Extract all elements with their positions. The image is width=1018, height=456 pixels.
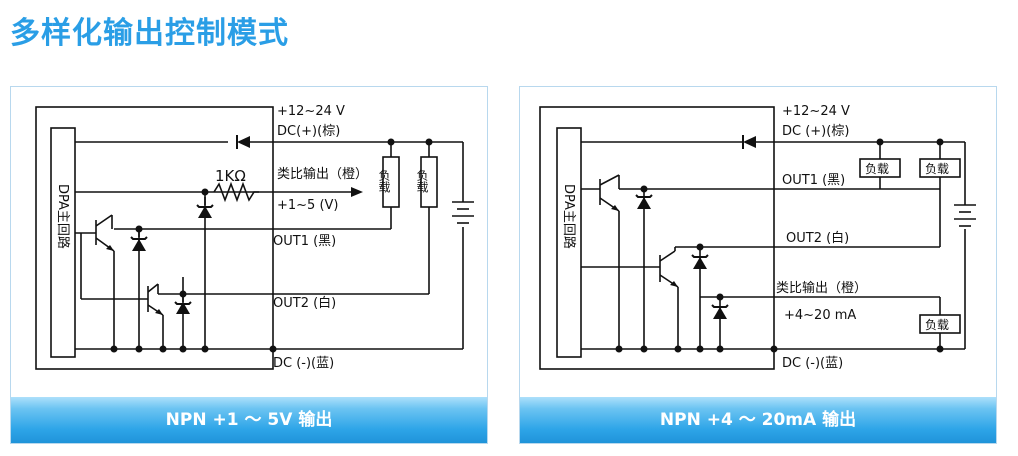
dc-minus-label: DC (-)(蓝) — [273, 356, 334, 371]
load-2-box — [420, 156, 438, 208]
load-1-label: 负载 — [377, 169, 391, 194]
out2-label: OUT2 (白) — [273, 295, 336, 311]
load-1-box — [382, 156, 400, 208]
load-2-label: 负载 — [415, 169, 429, 194]
analog-output-label: 类比输出（橙） — [776, 280, 867, 296]
npn-voltage-output-panel: DPA主回路 +12~24 V DC(+)(棕) 1KΩ 类比输出（橙） +1~… — [10, 86, 488, 444]
panel-footer: NPN +1 ～ 5V 输出 — [11, 397, 487, 443]
zener-diode-icon — [132, 206, 212, 314]
panel-footer: NPN +4 ～ 20mA 输出 — [520, 397, 996, 443]
junction-dots — [615, 138, 944, 353]
load-2-label: 负载 — [925, 162, 949, 176]
input-diode-icon — [236, 135, 250, 149]
supply-voltage-label: +12~24 V — [782, 104, 850, 119]
out1-label: OUT1 (黑) — [782, 173, 845, 188]
module-label: DPA主回路 — [55, 184, 71, 249]
page-title: 多样化输出控制模式 — [10, 16, 289, 51]
analog-range-label: +4~20 mA — [784, 308, 856, 323]
load-3-label: 负载 — [925, 318, 949, 332]
npn-voltage-circuit-diagram: DPA主回路 +12~24 V DC(+)(棕) 1KΩ 类比输出（橙） +1~… — [35, 104, 474, 371]
module-label: DPA主回路 — [561, 184, 577, 249]
dc-plus-label: DC (+)(棕) — [782, 124, 849, 139]
analog-range-label: +1~5 (V) — [277, 198, 339, 213]
input-diode-icon — [742, 135, 756, 149]
supply-voltage-label: +12~24 V — [277, 104, 345, 119]
out1-label: OUT1 (黑) — [273, 234, 336, 249]
npn-current-output-panel: DPA主回路 +12~24 V DC (+)(棕) OUT1 (黑) OUT2 … — [519, 86, 997, 444]
analog-output-arrow-icon — [351, 187, 363, 197]
zener-diode-icon — [637, 197, 727, 319]
dc-plus-label: DC(+)(棕) — [277, 124, 340, 139]
junction-dots — [110, 138, 433, 353]
out2-label: OUT2 (白) — [786, 230, 849, 246]
dc-minus-label: DC (-)(蓝) — [782, 356, 843, 371]
load-1-label: 负载 — [865, 162, 889, 176]
analog-output-label: 类比输出（橙） — [277, 166, 368, 182]
resistor-label: 1KΩ — [215, 167, 246, 185]
npn-current-circuit-diagram: DPA主回路 +12~24 V DC (+)(棕) OUT1 (黑) OUT2 … — [539, 104, 976, 371]
